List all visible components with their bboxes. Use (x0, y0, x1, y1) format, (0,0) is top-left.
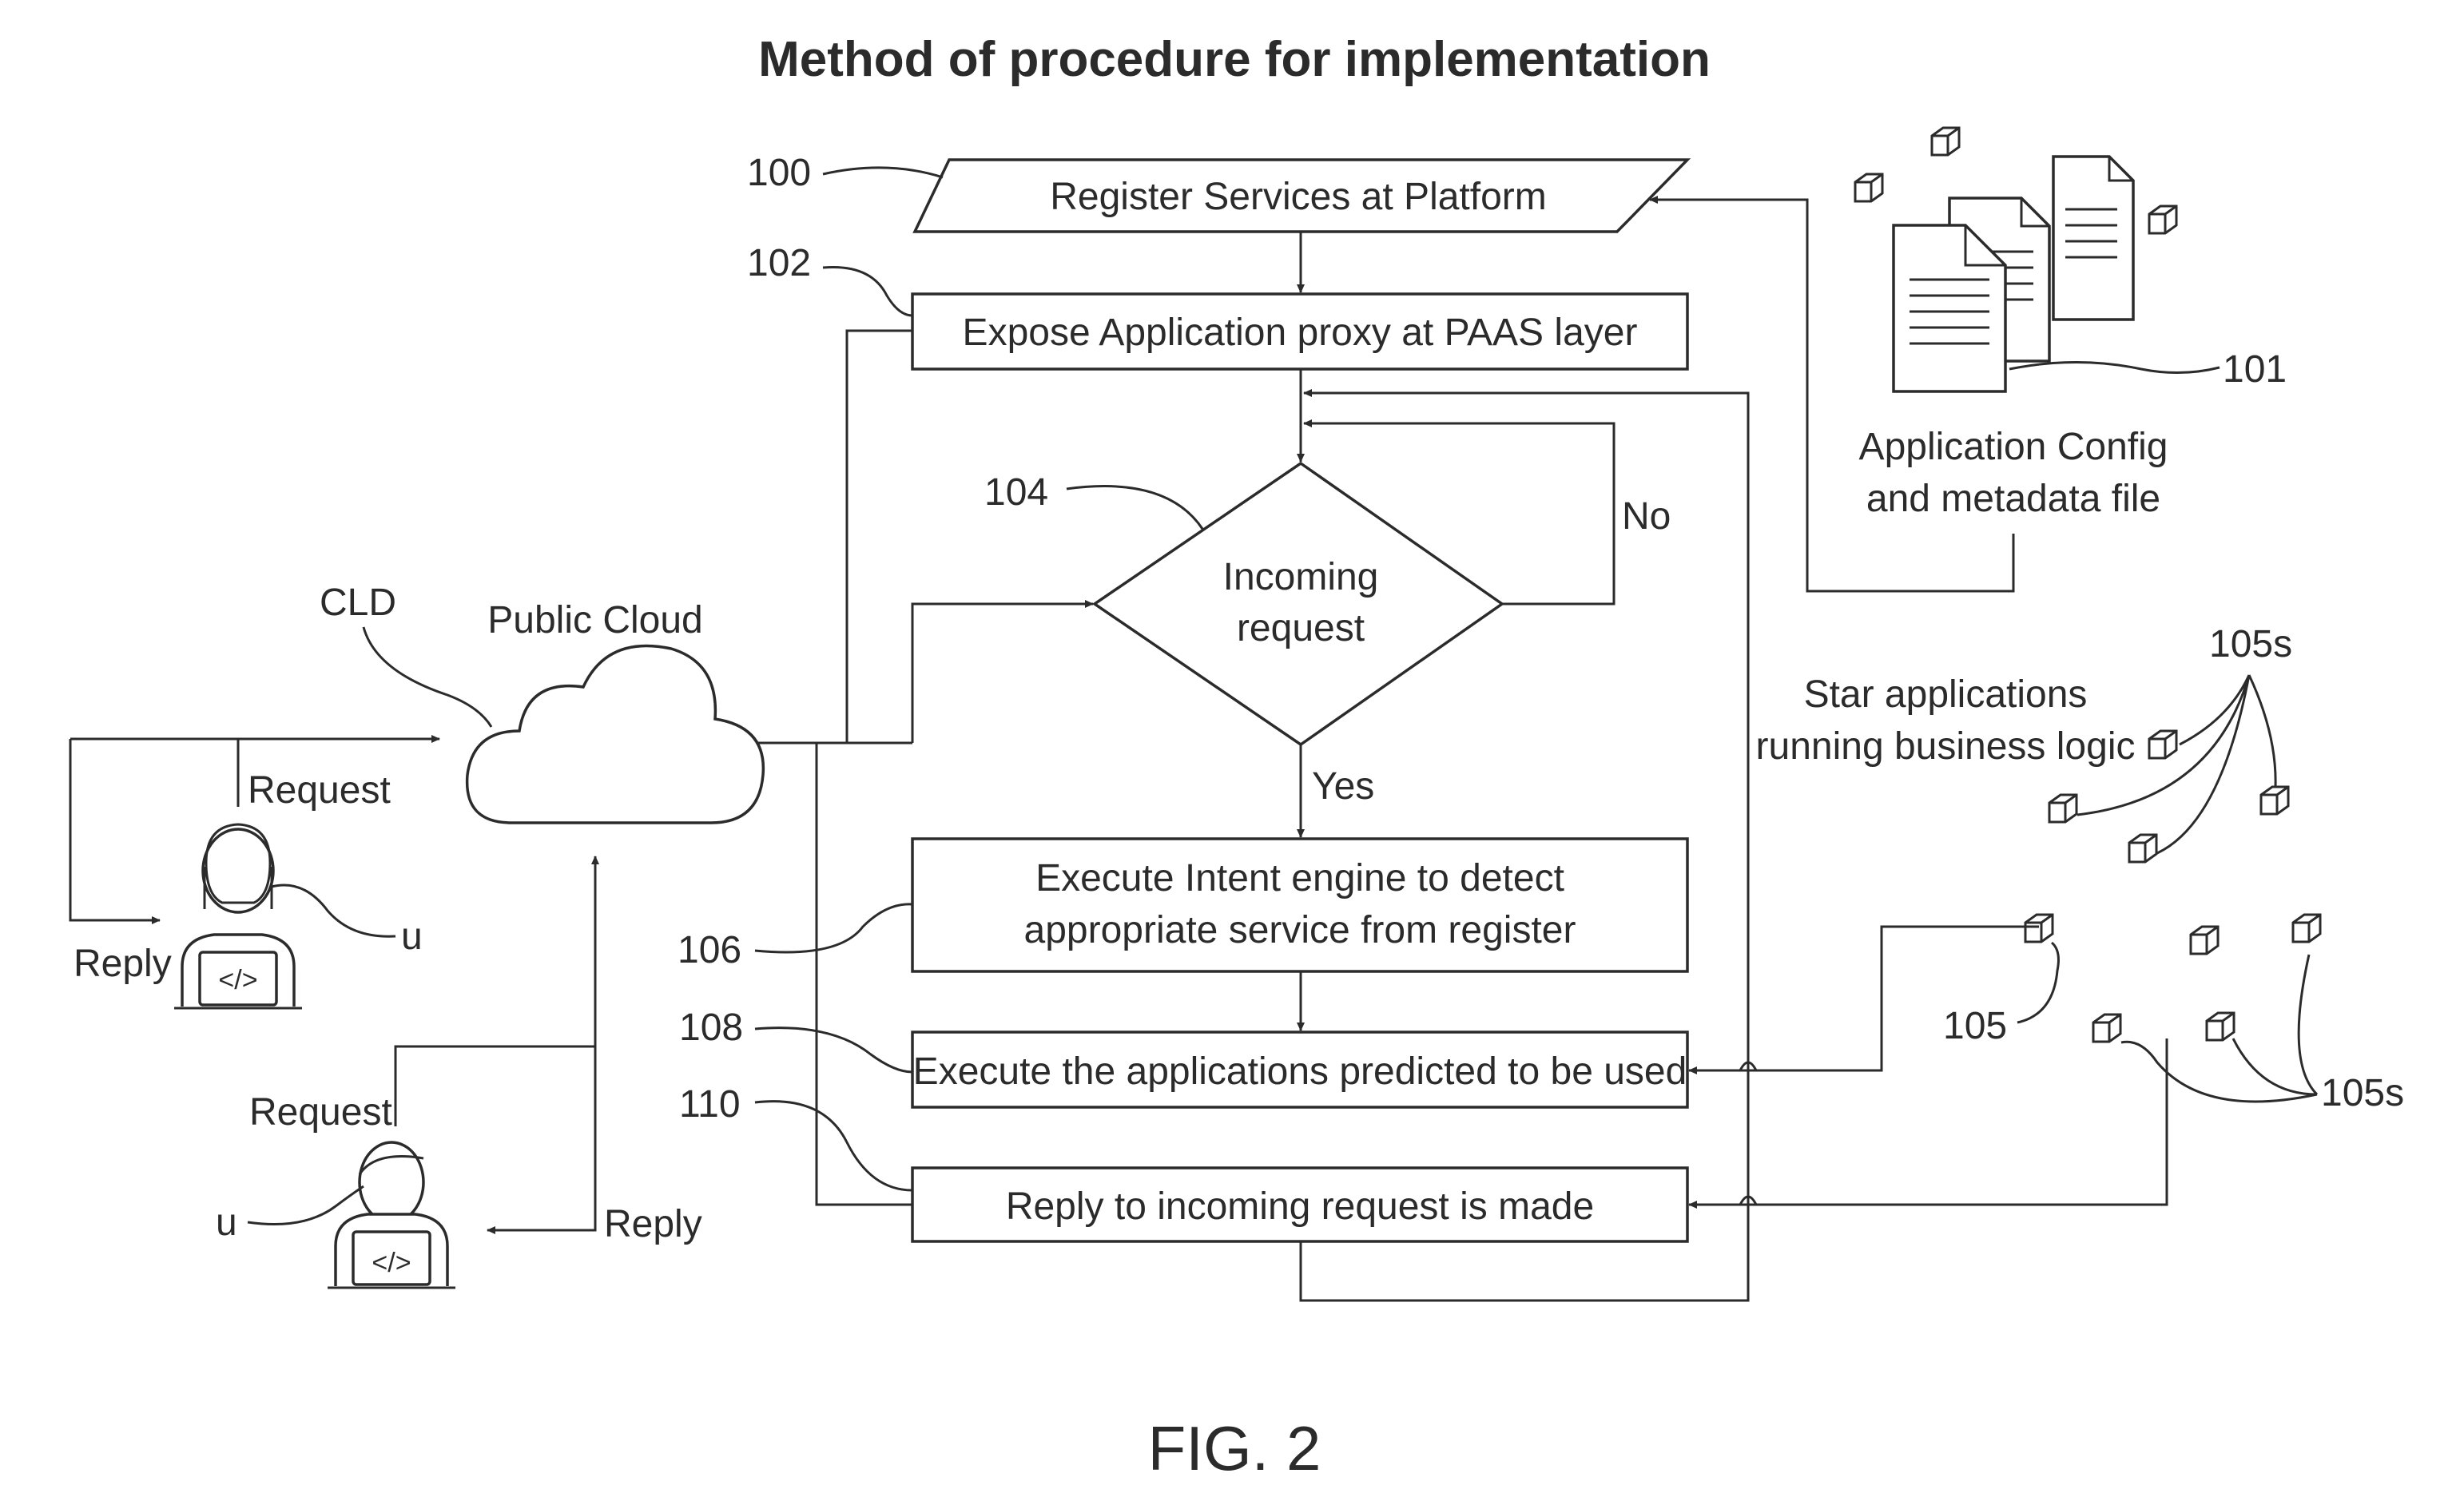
return-loop-connector (1299, 389, 1750, 1302)
step-reply-made-label: Reply to incoming request is made (1006, 1185, 1594, 1228)
cloud-icon (465, 644, 765, 824)
step-register-services: Register Services at Platform (912, 158, 1691, 233)
leader-105s-bottom (2120, 954, 2319, 1103)
no-loop-connector (1303, 419, 1616, 606)
step-intent-line1: Execute Intent engine to detect (1035, 857, 1564, 899)
leader-108 (754, 1027, 913, 1074)
apps-to-reply-connector (1688, 1038, 2168, 1209)
star-apps-line2: running business logic (1756, 725, 2136, 768)
bottom-user-request-connector (394, 1045, 595, 1126)
svg-text:</>: </> (218, 965, 257, 995)
ref-104: 104 (984, 471, 1048, 514)
apps-to-execute-connector (1688, 925, 2039, 1074)
ref-105: 105 (1943, 1005, 2007, 1047)
bus-from-expose (845, 329, 912, 743)
bottom-user-ref: u (216, 1201, 237, 1244)
leader-110 (754, 1100, 913, 1192)
ref-108: 108 (679, 1007, 743, 1049)
star-apps-line1: Star applications (1804, 673, 2088, 716)
top-user-reply-connector (69, 739, 161, 924)
user-icon: </> (173, 823, 304, 1010)
step-execute-apps: Execute the applications predicted to be… (911, 1030, 1689, 1109)
leader-bottom-user (247, 1185, 364, 1225)
user-icon: </> (326, 1141, 457, 1289)
bottom-user-reply-label: Reply (604, 1203, 702, 1245)
ref-105s-top: 105s (2209, 623, 2292, 665)
leader-104 (1066, 485, 1204, 530)
ref-100: 100 (747, 152, 811, 194)
config-label-line1: Application Config (1859, 426, 2168, 468)
config-to-register-connector (1649, 196, 2015, 593)
document-icon (1892, 155, 2135, 393)
bottom-user-request-label: Request (249, 1091, 392, 1134)
leader-cld (362, 626, 493, 728)
figure-label: FIG. 2 (1148, 1413, 1321, 1483)
ref-102: 102 (747, 242, 811, 284)
yes-label: Yes (1312, 765, 1374, 808)
step-intent-line2: appropriate service from register (1024, 909, 1576, 951)
top-user-request-label: Request (248, 769, 391, 812)
leader-105s-top (2077, 674, 2277, 855)
config-label-line2: and metadata file (1866, 478, 2160, 520)
leader-106 (754, 903, 913, 954)
ref-110: 110 (679, 1083, 741, 1126)
leader-101 (2009, 361, 2220, 374)
leader-102 (822, 265, 913, 317)
decision-line2: request (1237, 607, 1365, 649)
ref-101: 101 (2223, 348, 2287, 391)
cloud-ref: CLD (320, 582, 396, 624)
cloud-label: Public Cloud (487, 599, 702, 641)
no-label: No (1622, 495, 1671, 538)
diagram-title: Method of procedure for implementation (758, 32, 1711, 87)
step-execute-apps-label: Execute the applications predicted to be… (913, 1050, 1687, 1093)
ref-106: 106 (678, 929, 741, 971)
step-expose-proxy: Expose Application proxy at PAAS layer (911, 292, 1689, 371)
decision-incoming-request: Incoming request (1091, 461, 1505, 747)
bus-from-reply (815, 743, 912, 1206)
step-intent-engine: Execute Intent engine to detect appropri… (911, 837, 1689, 973)
leader-105 (2017, 941, 2060, 1024)
bottom-user-reply-connector (487, 858, 597, 1234)
step-expose-proxy-label: Expose Application proxy at PAAS layer (963, 312, 1638, 354)
decision-line1: Incoming (1223, 556, 1379, 598)
leader-top-user (271, 884, 396, 938)
step-reply-made: Reply to incoming request is made (911, 1166, 1689, 1243)
step-register-services-label: Register Services at Platform (1050, 176, 1547, 218)
top-user-ref: u (401, 915, 423, 958)
ref-105s-bottom: 105s (2321, 1072, 2404, 1114)
to-decision-connector (911, 600, 1094, 743)
top-user-reply-label: Reply (74, 943, 172, 985)
svg-text:</>: </> (372, 1248, 411, 1278)
leader-100 (822, 166, 944, 179)
